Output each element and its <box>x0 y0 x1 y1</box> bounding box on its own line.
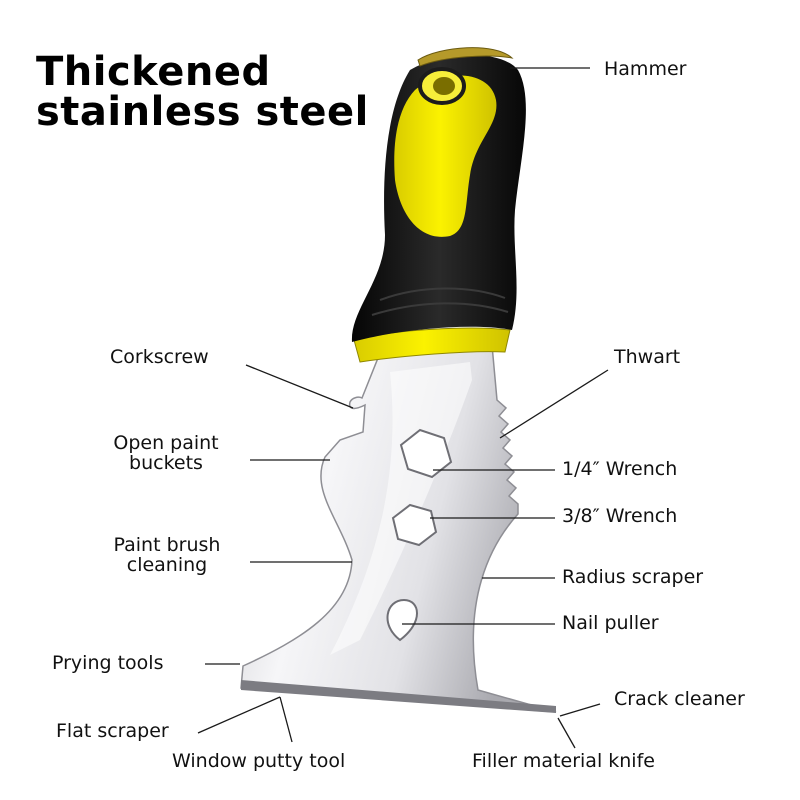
leader-corkscrew <box>245 364 354 409</box>
hex-hole-quarter-wrench <box>399 428 453 479</box>
label-corkscrew: Corkscrew <box>110 346 209 368</box>
label-filler-material-knife: Filler material knife <box>472 750 655 772</box>
headline-line-2: stainless steel <box>36 89 369 135</box>
label-three-eighths-wrench: 3/8″ Wrench <box>562 505 678 527</box>
label-quarter-wrench: 1/4″ Wrench <box>562 458 678 480</box>
leader-crack-cleaner <box>559 703 601 717</box>
label-open-paint-buckets: Open paint buckets <box>96 432 236 474</box>
label-paint-brush-cleaning-line-2: cleaning <box>126 553 208 576</box>
label-open-paint-buckets-line-1: Open paint <box>113 432 219 454</box>
leader-filler-material-knife <box>557 717 576 749</box>
label-prying-tools: Prying tools <box>52 652 164 674</box>
hammer-cap <box>417 47 514 67</box>
handle-ridge-2 <box>371 302 509 316</box>
handle-ridge-1 <box>379 287 506 301</box>
label-flat-scraper: Flat scraper <box>56 720 169 742</box>
hang-hole-inner <box>433 77 455 95</box>
label-crack-cleaner: Crack cleaner <box>614 688 745 710</box>
label-thwart: Thwart <box>614 346 681 368</box>
headline-line-1: Thickened <box>36 49 271 95</box>
label-window-putty-tool: Window putty tool <box>172 750 346 772</box>
hex-hole-three-eighths-wrench <box>391 503 438 547</box>
label-paint-brush-cleaning-line-1: Paint brush <box>113 534 221 556</box>
label-radius-scraper: Radius scraper <box>562 566 704 588</box>
label-paint-brush-cleaning: Paint brush cleaning <box>94 534 240 576</box>
handle-grip <box>394 75 497 237</box>
leader-flat-scraper <box>197 696 281 734</box>
blade-edge <box>241 680 556 713</box>
leader-window-putty-tool <box>279 696 293 743</box>
label-nail-puller: Nail puller <box>562 612 659 634</box>
label-hammer: Hammer <box>604 58 687 80</box>
leader-thwart <box>499 369 609 439</box>
label-open-paint-buckets-line-2: buckets <box>129 451 203 474</box>
